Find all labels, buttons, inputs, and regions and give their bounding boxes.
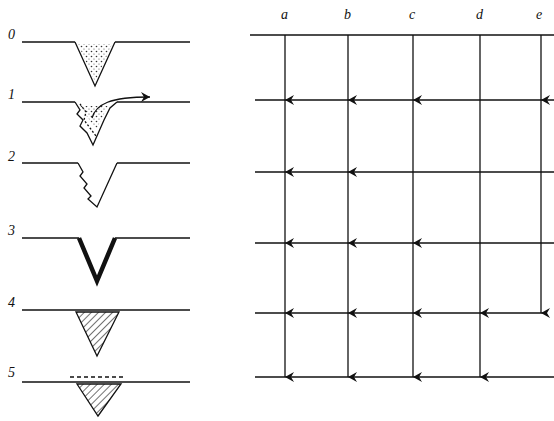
flow-arrow — [284, 243, 285, 313]
flow-arrow — [540, 35, 541, 100]
column-letter: b — [344, 8, 351, 22]
flow-arrow — [284, 313, 285, 377]
flow-arrow — [284, 172, 285, 243]
column-letter: a — [281, 8, 288, 22]
flow-arrow — [347, 243, 348, 313]
flow-arrow — [284, 100, 285, 172]
flow-arrow — [412, 313, 413, 377]
flow-arrow — [347, 313, 348, 377]
column-letter: e — [536, 8, 542, 22]
stage-number: 4 — [8, 296, 15, 310]
column-letter: c — [409, 8, 415, 22]
stage-number: 5 — [8, 366, 15, 380]
flow-arrow — [479, 35, 480, 313]
flow-arrow — [347, 172, 348, 243]
flow-arrow — [540, 100, 541, 313]
stage-number: 2 — [8, 150, 15, 164]
flow-arrow — [412, 243, 413, 313]
stage-number: 3 — [8, 224, 15, 238]
flow-arrow — [479, 313, 480, 377]
flow-arrow — [412, 35, 413, 100]
flow-arrow — [347, 35, 348, 100]
column-letter: d — [476, 8, 483, 22]
flow-arrow — [412, 100, 413, 243]
stage-number: 1 — [8, 88, 15, 102]
flow-arrow — [284, 35, 285, 100]
stage-number: 0 — [8, 28, 15, 42]
flow-arrow — [347, 100, 348, 172]
